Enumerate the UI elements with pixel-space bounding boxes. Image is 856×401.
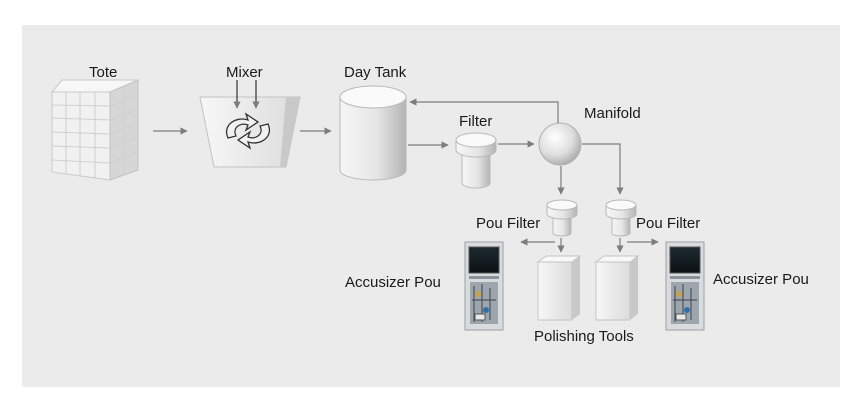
arrow-manifold-to-pou-filter-right <box>582 143 624 195</box>
label-mixer: Mixer <box>226 64 263 81</box>
accusizer-instrument-icon <box>665 241 705 331</box>
polishing-tool-icon <box>594 255 640 321</box>
tote-icon <box>50 79 139 181</box>
polishing-tool-icon <box>536 255 582 321</box>
accusizer-instrument-icon <box>464 241 504 331</box>
label-manifold: Manifold <box>584 105 641 122</box>
label-accusizer-left: Accusizer Pou <box>345 274 441 291</box>
recycle-arrows-icon <box>225 112 271 150</box>
label-day-tank: Day Tank <box>344 64 407 81</box>
arrow-manifold-return-to-day-tank <box>409 98 559 123</box>
label-accusizer-right: Accusizer Pou <box>713 271 809 288</box>
pou-filter-icon <box>546 199 578 237</box>
label-pou-filter-right: Pou Filter <box>636 215 701 232</box>
manifold-sphere-icon <box>538 122 582 166</box>
label-filter: Filter <box>459 113 493 130</box>
day-tank-icon <box>339 85 407 181</box>
pou-filter-icon <box>605 199 637 237</box>
label-pou-filter-left: Pou Filter <box>476 215 541 232</box>
label-tote: Tote <box>89 64 118 81</box>
filter-icon <box>455 132 497 189</box>
label-polishing-tools: Polishing Tools <box>534 328 634 345</box>
